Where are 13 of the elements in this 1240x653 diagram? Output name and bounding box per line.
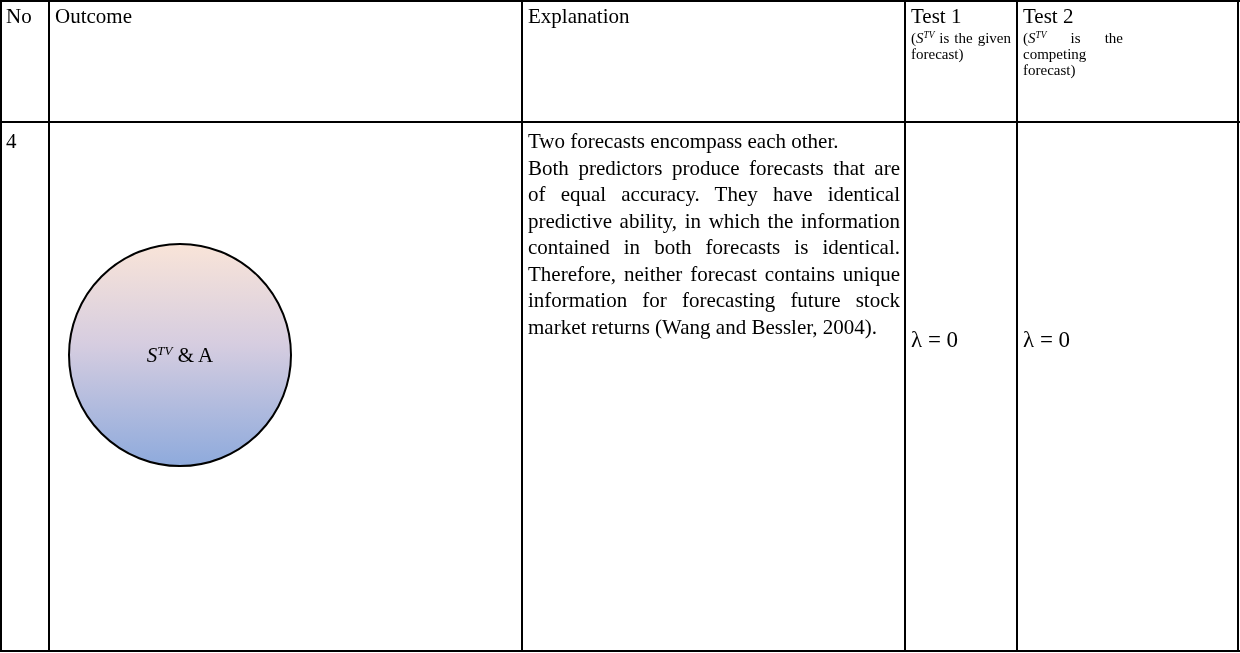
column-header: Test 2 [1023,3,1075,30]
column-header: Test 1 [911,3,963,30]
explanation-text: Both predictors produce forecasts that are of equal accuracy. They have identical predictive ability, in which the information contained in both forecasts is identical. Therefore, neither forecast contains unique information for forecasting future stock market returns (Wang and Bessler, 2004). [528,154,900,340]
cell-value: λ = 0 [1023,326,1072,354]
circle-label: S$^{TV}$ & A [146,342,214,368]
column-note: (S$^{TV}$ is the given forecast) [911,29,1011,62]
cell-value: λ = 0 [911,326,960,354]
column-header: Outcome [55,3,133,30]
column-note: (S$^{TV}$ is the competing forecast) [1023,29,1123,78]
explanation-text: Two forecasts encompass each other. [528,128,840,155]
column-header: No [6,3,33,30]
column-header: Explanation [528,3,631,30]
row-number: 4 [6,128,18,155]
